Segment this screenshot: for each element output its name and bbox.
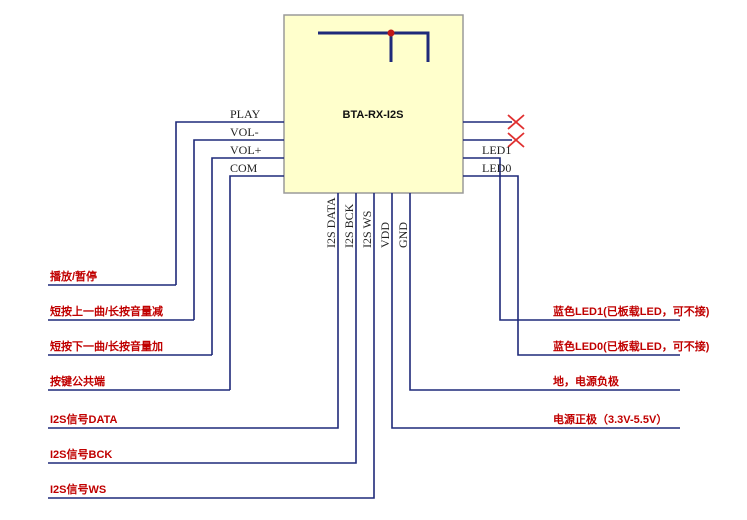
pin-led0: LED0 xyxy=(463,161,680,356)
desc-i2s-ws: I2S信号WS xyxy=(50,482,106,496)
pin-label-led1: LED1 xyxy=(482,143,511,157)
pin-label-vol-minus: VOL- xyxy=(230,125,259,139)
pin-vol-plus: VOL+ xyxy=(211,143,284,355)
no-connect-icon xyxy=(507,132,525,148)
pin-nc-1 xyxy=(463,114,525,130)
desc-gnd: 地，电源负极 xyxy=(553,374,620,388)
desc-com: 按键公共端 xyxy=(50,374,105,388)
pin-led1: LED1 xyxy=(463,143,680,321)
module-body xyxy=(283,14,464,194)
pin-i2s-bck: I2S BCK xyxy=(48,193,357,464)
desc-vdd: 电源正极（3.3V-5.5V） xyxy=(553,412,667,426)
desc-i2s-data: I2S信号DATA xyxy=(50,412,117,426)
desc-i2s-bck: I2S信号BCK xyxy=(50,447,112,461)
pin-play: PLAY xyxy=(175,107,284,285)
pin-nc-2 xyxy=(463,132,525,148)
pin-label-led0: LED0 xyxy=(482,161,511,175)
pin-label-i2s-bck: I2S BCK xyxy=(342,203,356,248)
antenna-icon xyxy=(318,29,430,62)
no-connect-icon xyxy=(507,114,525,130)
module-title: BTA-RX-I2S xyxy=(343,109,404,121)
pin-label-play: PLAY xyxy=(230,107,261,121)
desc-led0: 蓝色LED0(已板载LED，可不接) xyxy=(553,339,710,353)
pin-vdd: VDD xyxy=(378,193,680,429)
pin-label-vol-plus: VOL+ xyxy=(230,143,262,157)
desc-vol-minus: 短按上一曲/长按音量减 xyxy=(50,304,163,318)
desc-play: 播放/暂停 xyxy=(50,269,97,283)
desc-led1: 蓝色LED1(已板载LED，可不接) xyxy=(553,304,710,318)
pin-gnd: GND xyxy=(396,193,680,391)
pin-label-i2s-data: I2S DATA xyxy=(324,197,338,248)
desc-vol-plus: 短按下一曲/长按音量加 xyxy=(50,339,163,353)
pin-label-gnd: GND xyxy=(396,222,410,248)
pin-i2s-ws: I2S WS xyxy=(48,193,375,499)
pin-i2s-data: I2S DATA xyxy=(48,193,339,429)
pin-label-com: COM xyxy=(230,161,258,175)
pin-vol-minus: VOL- xyxy=(193,125,284,320)
pin-com: COM xyxy=(229,161,284,390)
pin-label-vdd: VDD xyxy=(378,222,392,248)
pin-label-i2s-ws: I2S WS xyxy=(360,211,374,248)
